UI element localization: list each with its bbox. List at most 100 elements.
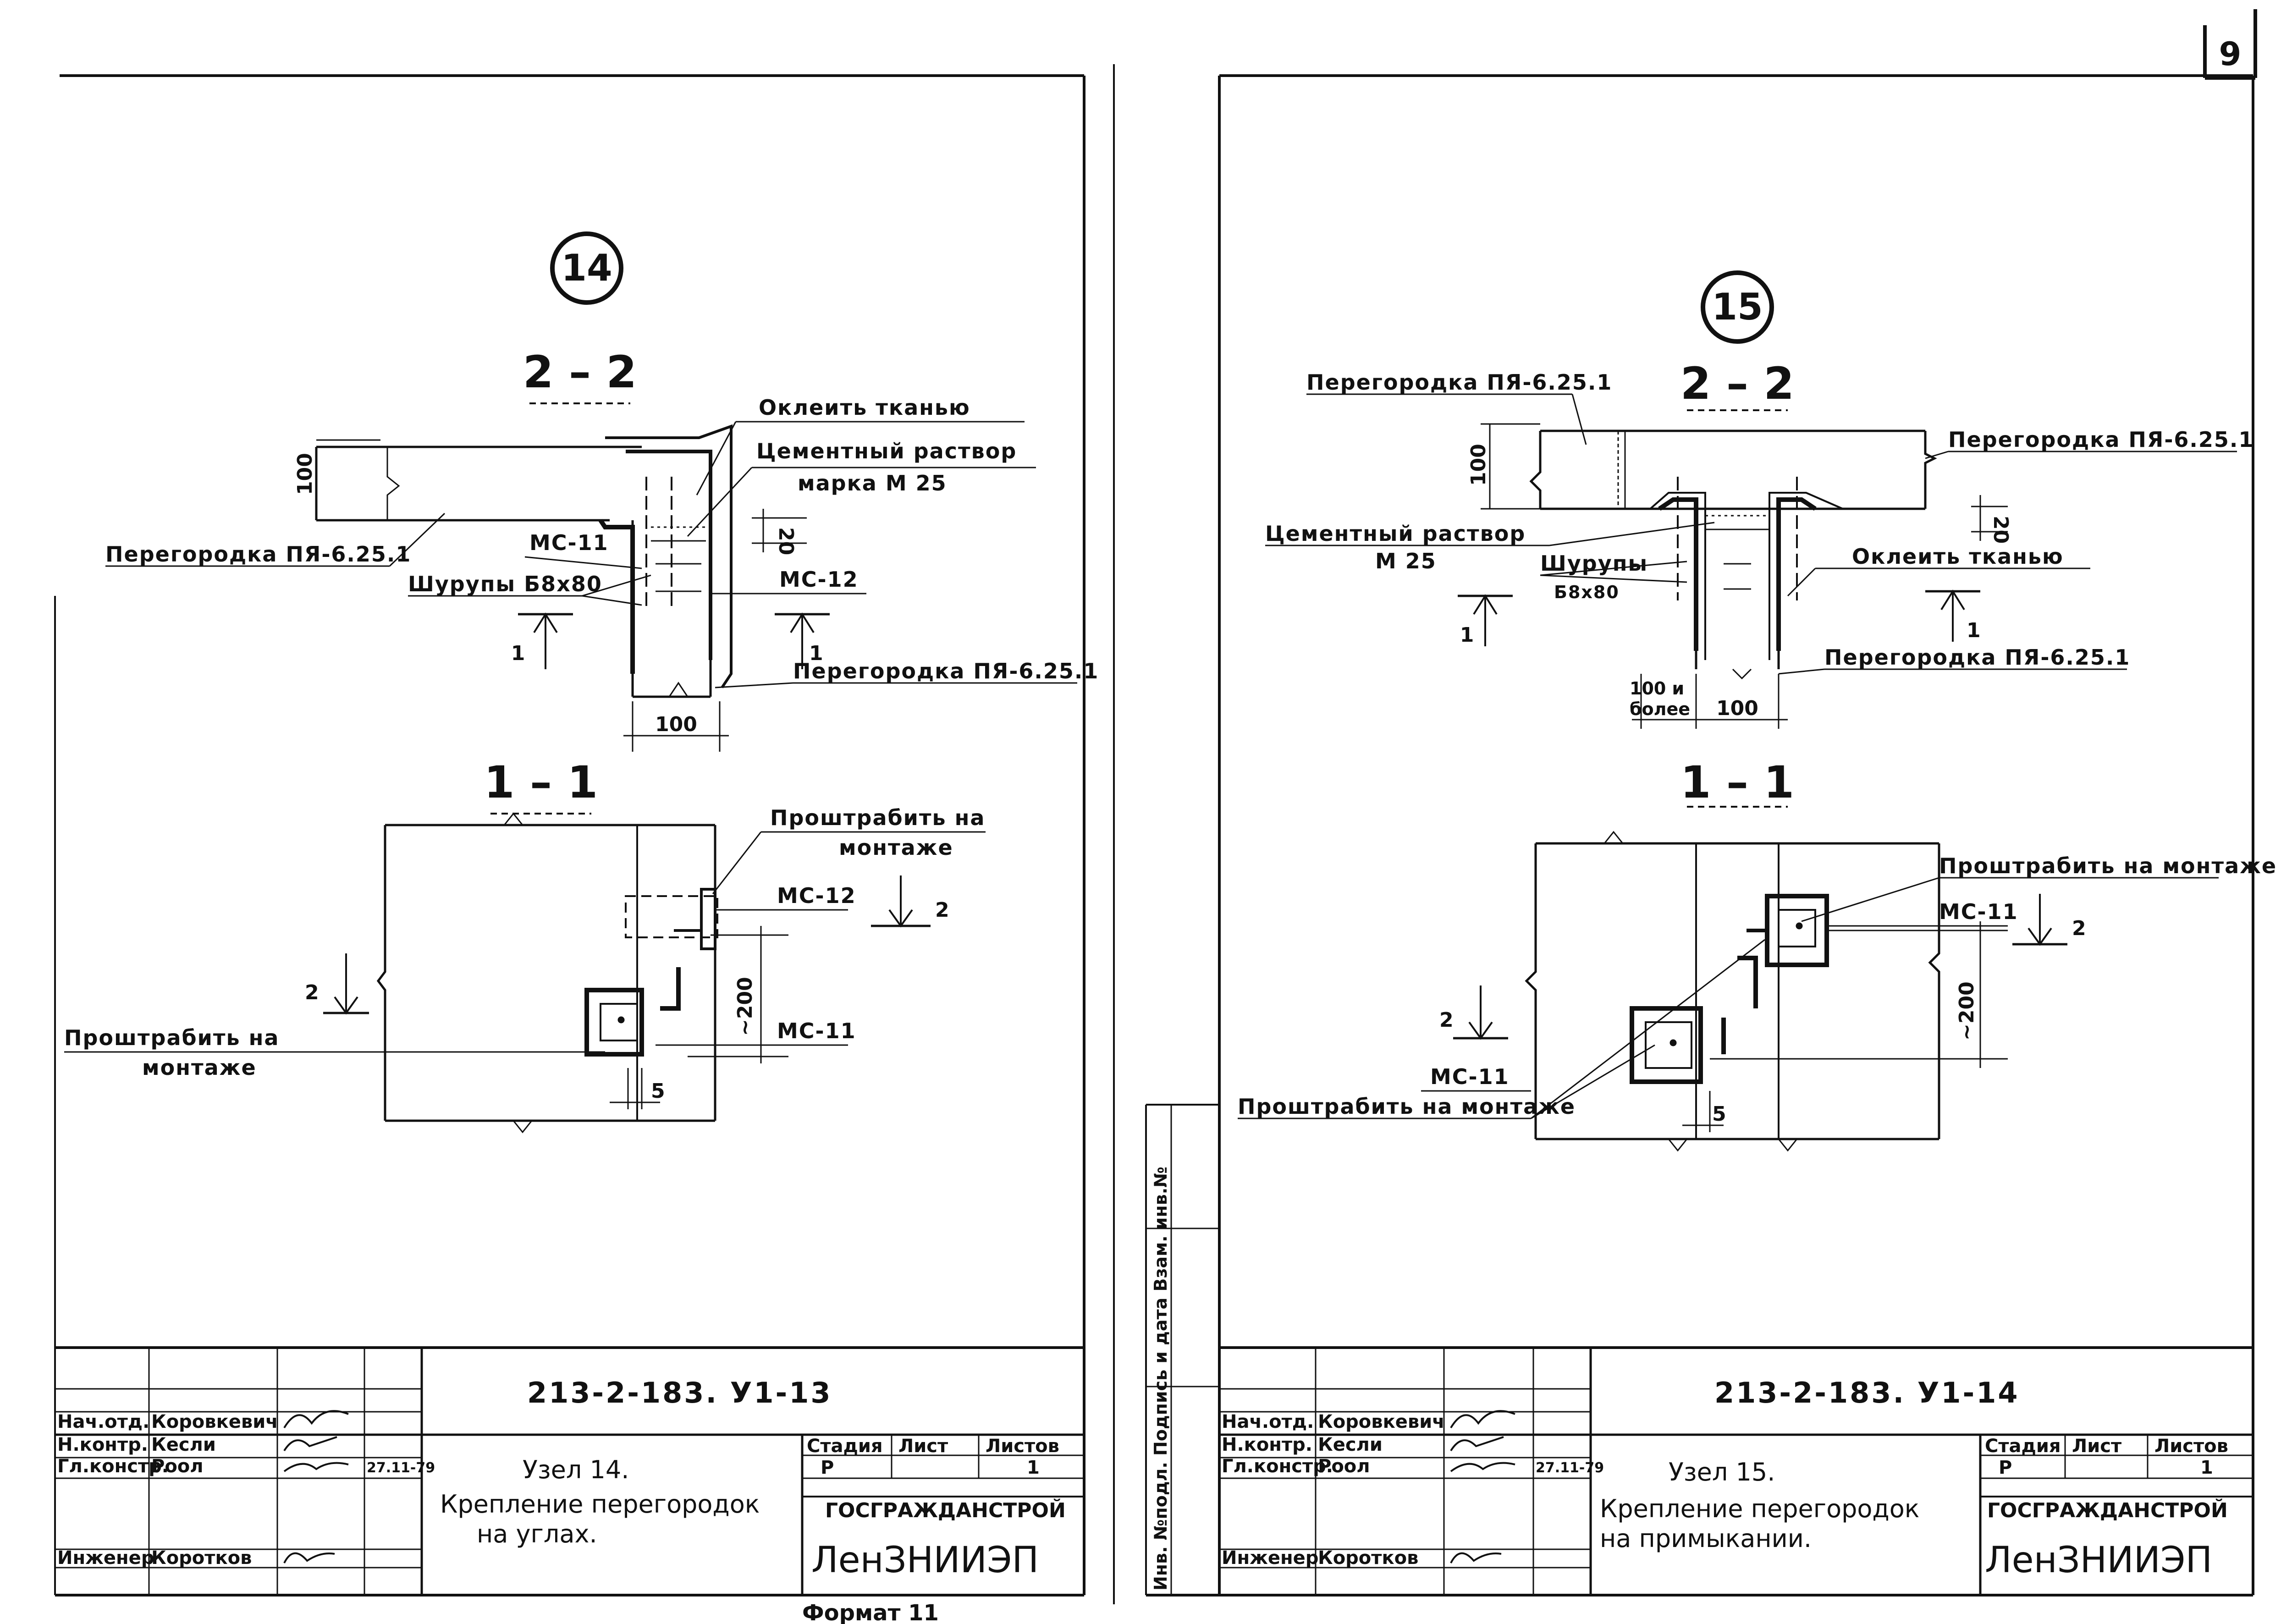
left-role-1: Н.контр. xyxy=(57,1434,148,1455)
right-name-0: Коровкевич xyxy=(1318,1411,1445,1432)
left-sheets: 1 xyxy=(1027,1457,1040,1478)
right-head-sheet: Лист xyxy=(2072,1436,2122,1457)
left-role-0: Нач.отд. xyxy=(57,1411,149,1432)
label-partition-right: Перегородка ПЯ-6.25.1 xyxy=(793,659,1099,683)
r-dim-more-2: более xyxy=(1630,699,1690,719)
right-signature-4 xyxy=(1450,1552,1502,1563)
r-label-screws-2: Б8х80 xyxy=(1554,582,1620,602)
label-ms11-b: МС-11 xyxy=(777,1018,856,1043)
right-role-1: Н.контр. xyxy=(1222,1434,1312,1455)
left-org-2: ЛенЗНИИЭП xyxy=(811,1540,1039,1581)
left-title-block xyxy=(55,1346,1084,1595)
label-groove-1: Прoштрабить на xyxy=(770,805,985,830)
label-ms12: МС-12 xyxy=(779,567,859,592)
right-signature-1 xyxy=(1450,1436,1504,1452)
r-mark-2-right: 2 xyxy=(2072,917,2086,940)
node-15-drawing: 15 2 – 2 xyxy=(1238,270,2277,1152)
dim-100-vertical: 100 xyxy=(293,453,317,495)
r-label-ms11-b: МС-11 xyxy=(1430,1064,1510,1089)
r-label-partition-tl: Перегородка ПЯ-6.25.1 xyxy=(1306,370,1612,395)
page-number: 9 xyxy=(2219,35,2242,73)
r-dim-5: 5 xyxy=(1712,1102,1726,1126)
right-head-stage: Стадия xyxy=(1985,1436,2061,1457)
label-groove-2: монтаже xyxy=(839,835,953,860)
label-cloth: Оклеить тканью xyxy=(759,395,970,420)
right-org-1: ГОСГРАЖДАНСТРОЙ xyxy=(1987,1498,2228,1522)
left-sheet-frame xyxy=(54,64,1115,1604)
left-bottom-fragment: Формат 11 xyxy=(802,1600,939,1624)
left-head-sheet: Лист xyxy=(898,1436,948,1457)
r-label-mortar-2: М 25 xyxy=(1375,549,1437,573)
left-title-3: на углах. xyxy=(477,1519,597,1548)
right-role-0: Нач.отд. xyxy=(1222,1411,1314,1432)
mark-2-left: 2 xyxy=(305,981,319,1004)
dim-200: ~200 xyxy=(733,977,757,1036)
right-signature-2 xyxy=(1450,1462,1515,1472)
left-title-2: Крепление перегородок xyxy=(440,1490,760,1519)
r-mark-2-left: 2 xyxy=(1439,1008,1454,1032)
right-title-1: Узел 15. xyxy=(1669,1458,1775,1486)
right-name-2: Роол xyxy=(1318,1456,1370,1477)
r-dim-100-vertical: 100 xyxy=(1467,444,1490,486)
right-name-1: Кесли xyxy=(1318,1434,1383,1455)
left-org-1: ГОСГРАЖДАНСТРОЙ xyxy=(825,1498,1066,1522)
left-role-4: Инженер xyxy=(57,1547,154,1569)
label-groove-left-2: монтаже xyxy=(142,1055,257,1080)
right-name-4: Коротков xyxy=(1318,1547,1418,1569)
r-label-partition-tr: Перегородка ПЯ-6.25.1 xyxy=(1948,427,2254,452)
right-date: 27.11-79 xyxy=(1536,1460,1604,1476)
left-signature-0 xyxy=(283,1410,349,1429)
label-partition-left: Перегородка ПЯ-6.25.1 xyxy=(105,542,411,567)
label-mortar-1: Цементный раствор xyxy=(756,439,1017,463)
right-sheet-frame xyxy=(1145,74,2254,1596)
right-org-2: ЛенЗНИИЭП xyxy=(1985,1540,2212,1581)
r-label-ms11: МС-11 xyxy=(1939,899,2018,924)
r-mark-1-left: 1 xyxy=(1460,623,1474,647)
r-label-groove: Прoштрабить на монтаже xyxy=(1939,853,2277,878)
left-drawing-code: 213-2-183. У1-13 xyxy=(527,1376,832,1409)
page-number-box: 9 xyxy=(2203,9,2257,80)
left-signature-1 xyxy=(283,1436,337,1452)
r-label-screws-1: Шурупы xyxy=(1540,551,1648,576)
label-screws: Шурупы Б8х80 xyxy=(408,572,602,596)
right-role-4: Инженер xyxy=(1222,1547,1318,1569)
label-mortar-2: марка М 25 xyxy=(798,471,947,495)
r-mark-1-right: 1 xyxy=(1967,619,1981,642)
left-head-sheets: Листов xyxy=(986,1436,1059,1457)
dim-5: 5 xyxy=(651,1079,665,1103)
right-signature-0 xyxy=(1450,1410,1515,1429)
right-title-2: Крепление перегородок xyxy=(1600,1494,1919,1523)
mark-1-left: 1 xyxy=(511,642,525,665)
section-2-2-title-r: 2 – 2 xyxy=(1680,358,1794,409)
mark-2-right: 2 xyxy=(935,898,949,922)
left-role-2: Гл.констр. xyxy=(57,1456,169,1477)
section-1-1-title-r: 1 – 1 xyxy=(1680,757,1794,808)
left-head-stage: Стадия xyxy=(807,1436,883,1457)
dim-100-horizontal: 100 xyxy=(655,713,697,736)
section-2-2-title: 2 – 2 xyxy=(523,347,637,398)
left-name-2: Роол xyxy=(151,1456,204,1477)
r-label-cloth: Оклеить тканью xyxy=(1852,544,2064,569)
right-role-2: Гл.констр. xyxy=(1222,1456,1333,1477)
left-name-0: Коровкевич xyxy=(151,1411,278,1432)
left-name-1: Кесли xyxy=(151,1434,216,1455)
r-label-groove-b: Прoштрабить на монтаже xyxy=(1238,1094,1576,1119)
section-1-1-title: 1 – 1 xyxy=(484,757,598,808)
right-stage: Р xyxy=(1999,1457,2012,1478)
node-14-drawing: 14 2 – 2 xyxy=(64,231,1099,1134)
side-stamp: Инв. №подл. Подпись и дата Взам. инв.№ xyxy=(1151,1167,1171,1591)
right-head-sheets: Листов xyxy=(2154,1436,2228,1457)
right-drawing-code: 213-2-183. У1-14 xyxy=(1714,1376,2020,1409)
r-dim-more-1: 100 и xyxy=(1630,678,1684,699)
node-15-number: 15 xyxy=(1712,286,1763,328)
left-signature-2 xyxy=(283,1462,349,1472)
mark-1-right: 1 xyxy=(809,642,823,665)
label-ms12-b: МС-12 xyxy=(777,883,856,908)
label-groove-left-1: Прoштрабить на xyxy=(64,1025,279,1050)
r-dim-200: ~200 xyxy=(1955,981,1978,1040)
label-ms11: МС-11 xyxy=(529,530,609,555)
node-14-number: 14 xyxy=(561,247,612,289)
right-sheets: 1 xyxy=(2200,1457,2213,1478)
dim-20: 20 xyxy=(774,527,798,555)
